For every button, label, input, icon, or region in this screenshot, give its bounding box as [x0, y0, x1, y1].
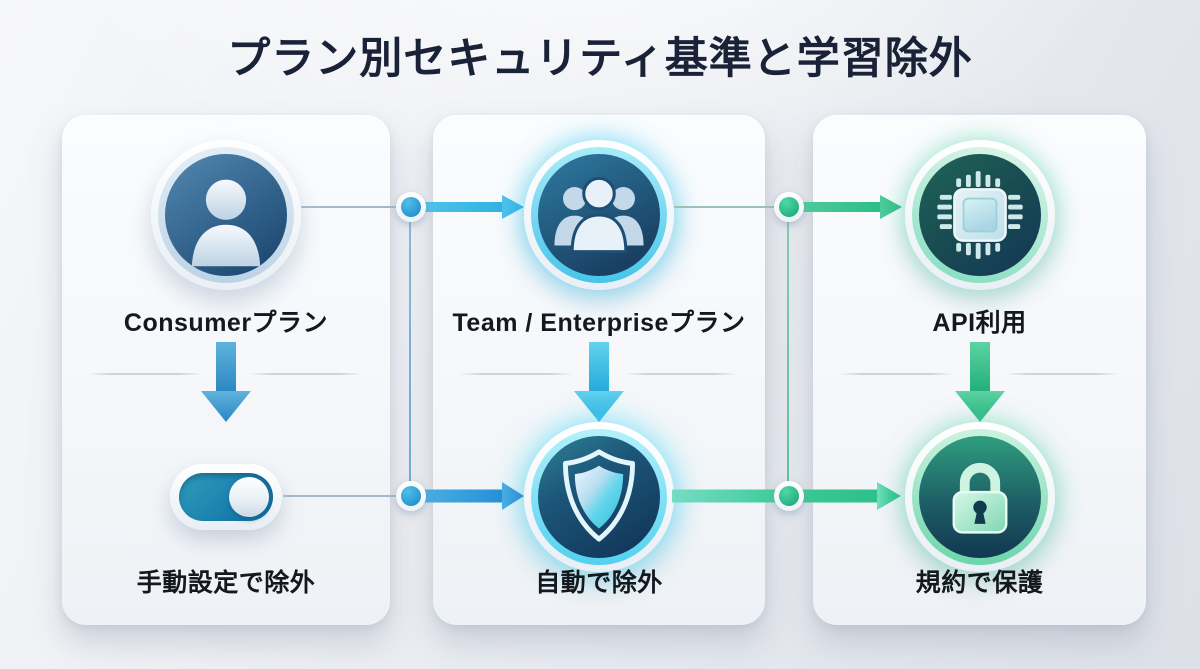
divider-line [459, 373, 573, 375]
connector-node [396, 481, 426, 511]
padlock-icon [904, 422, 1055, 572]
plan-label: Consumerプラン [123, 309, 329, 337]
toggle-knob [229, 477, 269, 517]
divider-line [625, 373, 737, 375]
card-api-usage: API利用 [813, 115, 1146, 625]
users-group-icon [524, 140, 674, 290]
plan-label: Team / Enterpriseプラン [452, 309, 746, 337]
card-consumer-plan: Consumerプラン 手動設定で除外 [62, 115, 390, 625]
divider-line [250, 373, 362, 375]
vertical-connector-line [409, 214, 411, 490]
connector-node [396, 192, 426, 222]
card-team-enterprise-plan: Team / Enterpriseプラン [433, 115, 765, 625]
result-label: 手動設定で除外 [136, 569, 316, 597]
connector-node [774, 192, 804, 222]
connector-node [774, 481, 804, 511]
divider-line [1006, 373, 1118, 375]
arrow-down-icon [954, 342, 1005, 422]
arrow-down-icon [574, 342, 624, 422]
result-label: 自動で除外 [535, 569, 663, 597]
divider-line [839, 373, 953, 375]
page-title: プラン別セキュリティ基準と学習除外 [227, 35, 973, 83]
plan-label: API利用 [932, 309, 1027, 337]
shield-icon [524, 422, 674, 572]
vertical-connector-line [787, 214, 789, 490]
cpu-chip-icon [904, 140, 1055, 290]
user-icon [151, 140, 301, 290]
result-label: 規約で保護 [915, 569, 1044, 597]
toggle-switch[interactable] [170, 464, 282, 530]
toggle-track [179, 473, 273, 521]
arrow-down-icon [201, 342, 251, 422]
divider-line [88, 373, 202, 375]
